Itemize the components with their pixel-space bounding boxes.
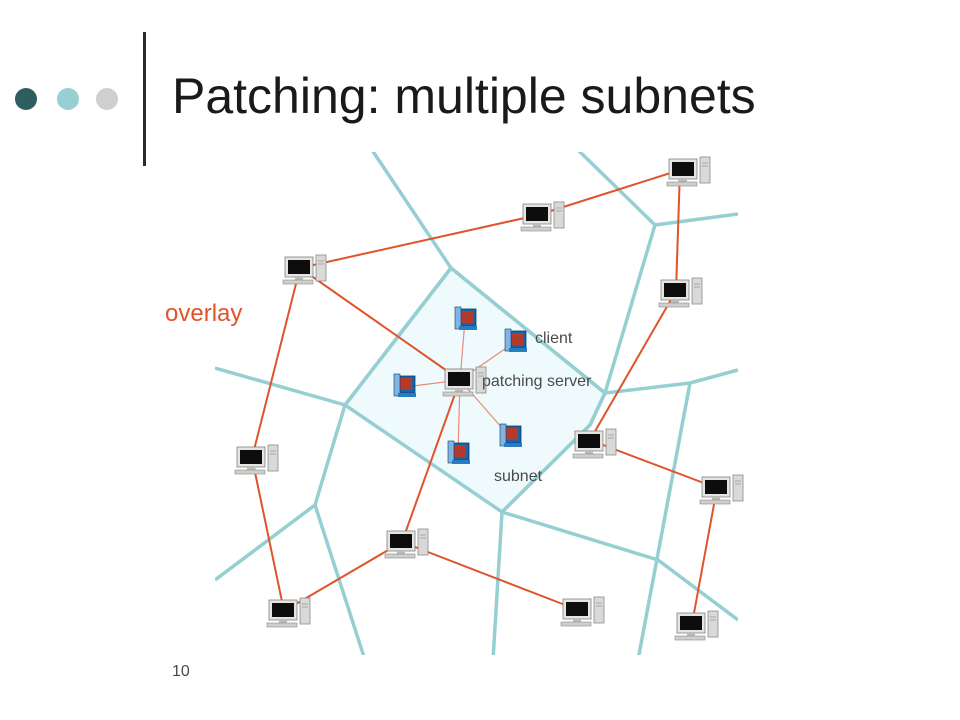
client-label: client	[535, 330, 573, 347]
overlay-node-icon	[658, 277, 703, 308]
accent-dot-light	[57, 88, 79, 110]
accent-dot-dark	[15, 88, 37, 110]
overlay-node-icon	[572, 428, 617, 459]
title-rule	[143, 32, 146, 166]
client-node-icon	[447, 440, 471, 465]
overlay-node-icon	[699, 474, 744, 505]
subnet-borders	[215, 152, 738, 655]
overlay-label: overlay	[165, 300, 243, 327]
subnet-cell	[342, 265, 608, 515]
patching-server-label: patching server	[482, 373, 592, 390]
slide-number: 10	[172, 663, 190, 680]
overlay-node-icon	[666, 156, 711, 187]
slide-title: Patching: multiple subnets	[172, 68, 756, 124]
client-node-icon	[504, 328, 528, 353]
overlay-node-icon	[560, 596, 605, 627]
client-node-icon	[393, 373, 417, 398]
client-node-icon	[499, 423, 523, 448]
overlay-node-icon	[674, 610, 719, 641]
overlay-node-icon	[266, 597, 311, 628]
subnet-label: subnet	[494, 468, 543, 485]
client-node-icon	[454, 306, 478, 331]
overlay-node-icon	[384, 528, 429, 559]
overlay-node-icon	[520, 201, 565, 232]
overlay-node-icon	[282, 254, 327, 285]
overlay-node-icon	[234, 444, 279, 475]
accent-dot-grey	[96, 88, 118, 110]
